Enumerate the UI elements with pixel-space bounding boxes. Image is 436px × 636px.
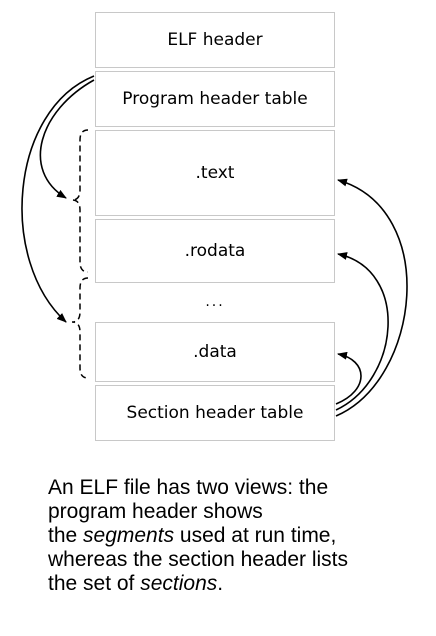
program-header-arrow-2: [21, 75, 95, 323]
program-header-table-box: Program header table: [95, 71, 335, 127]
elf-header-label: ELF header: [167, 30, 263, 50]
caption-line-4: whereas the section header lists: [48, 548, 348, 571]
section-header-arrow-text: [335, 178, 408, 417]
caption-line-2: program header shows: [48, 500, 263, 523]
elf-header-box: ELF header: [95, 12, 335, 68]
data-section-label: .data: [193, 342, 237, 362]
section-header-arrow-rodata: [335, 252, 389, 411]
caption: An ELF file has two views: the program h…: [48, 476, 428, 596]
program-header-table-label: Program header table: [122, 89, 308, 109]
segment-bracket-2: [71, 277, 89, 379]
program-header-arrow-1: [39, 79, 95, 199]
section-header-table-box: Section header table: [95, 385, 335, 441]
data-section-box: .data: [95, 322, 335, 382]
caption-line-5: the set of sections.: [48, 572, 224, 595]
elf-diagram: ELF header Program header table .text .r…: [21, 12, 408, 441]
segments-term: segments: [83, 524, 175, 547]
caption-line-1: An ELF file has two views: the: [48, 476, 329, 499]
rodata-section-label: .rodata: [184, 241, 246, 261]
rodata-section-box: .rodata: [95, 219, 335, 283]
section-header-arrow-data: [335, 351, 362, 405]
arrows-overlay: [21, 75, 408, 417]
segment-bracket-1: [71, 129, 89, 273]
ellipsis-label: ...: [205, 294, 225, 310]
text-section-box: .text: [95, 130, 335, 216]
caption-line-3: the segments used at run time,: [48, 524, 337, 547]
text-section-label: .text: [195, 163, 235, 183]
sections-term: sections: [140, 572, 218, 595]
section-header-table-label: Section header table: [126, 403, 304, 423]
